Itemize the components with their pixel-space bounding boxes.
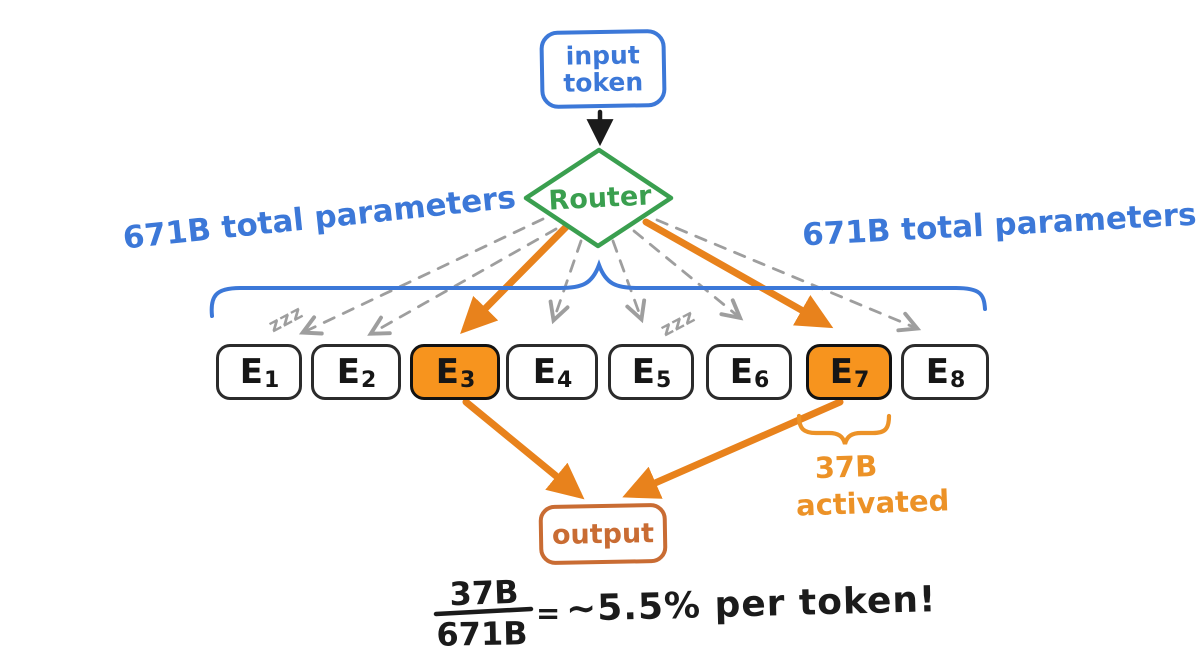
expert-e6-sub: 6 [753, 367, 770, 393]
input-token-line2: token [563, 67, 644, 98]
router-label: Router [547, 180, 653, 217]
router-to-e1-dashed-arrow [298, 217, 545, 336]
formula-equals: = [536, 596, 561, 630]
expert-e4-label: E [532, 352, 556, 392]
router-to-e2-dashed-arrow [367, 227, 558, 336]
expert-e2-sub: 2 [360, 367, 377, 393]
expert-e7-label: E [829, 352, 853, 392]
output-label: output [551, 517, 655, 551]
expert-e4-sub: 4 [556, 367, 573, 393]
expert-e5-sub: 5 [655, 367, 672, 393]
expert-e8-label: E [925, 352, 949, 392]
expert-e8-sub: 8 [949, 367, 966, 393]
expert-e1-sub: 1 [263, 367, 280, 393]
expert-e1-label: E [239, 352, 263, 392]
formula-denominator: 671B [436, 614, 528, 654]
total-params-brace [209, 259, 987, 318]
router-to-e3-arrow [460, 223, 570, 334]
expert-e5-label: E [631, 352, 655, 392]
router-to-e5-dashed-arrow [611, 239, 647, 324]
expert-e7-sub: 7 [853, 367, 870, 393]
formula-numerator: 37B [448, 572, 520, 614]
e3-to-output-arrow [462, 398, 585, 500]
expert-e3-label: E [435, 352, 459, 392]
e7-to-output-arrow [622, 398, 844, 499]
router-to-e4-dashed-arrow [548, 239, 583, 325]
expert-e3-sub: 3 [459, 367, 476, 393]
router-to-e8-dashed-arrow [655, 218, 922, 333]
expert-e6-label: E [729, 352, 753, 392]
expert-e2-label: E [336, 352, 360, 392]
router-to-e6-dashed-arrow [632, 229, 744, 321]
output-node: output [538, 502, 668, 566]
fraction-bar [433, 606, 534, 617]
activated-brace [796, 413, 892, 445]
input-token-node: input token [539, 28, 667, 110]
router-diamond [523, 147, 674, 249]
input-token-line1: input [565, 40, 641, 71]
router-to-e7-arrow [642, 218, 834, 329]
activated-value-label: 37B [814, 448, 878, 486]
activated-word-label: activated [795, 483, 950, 523]
